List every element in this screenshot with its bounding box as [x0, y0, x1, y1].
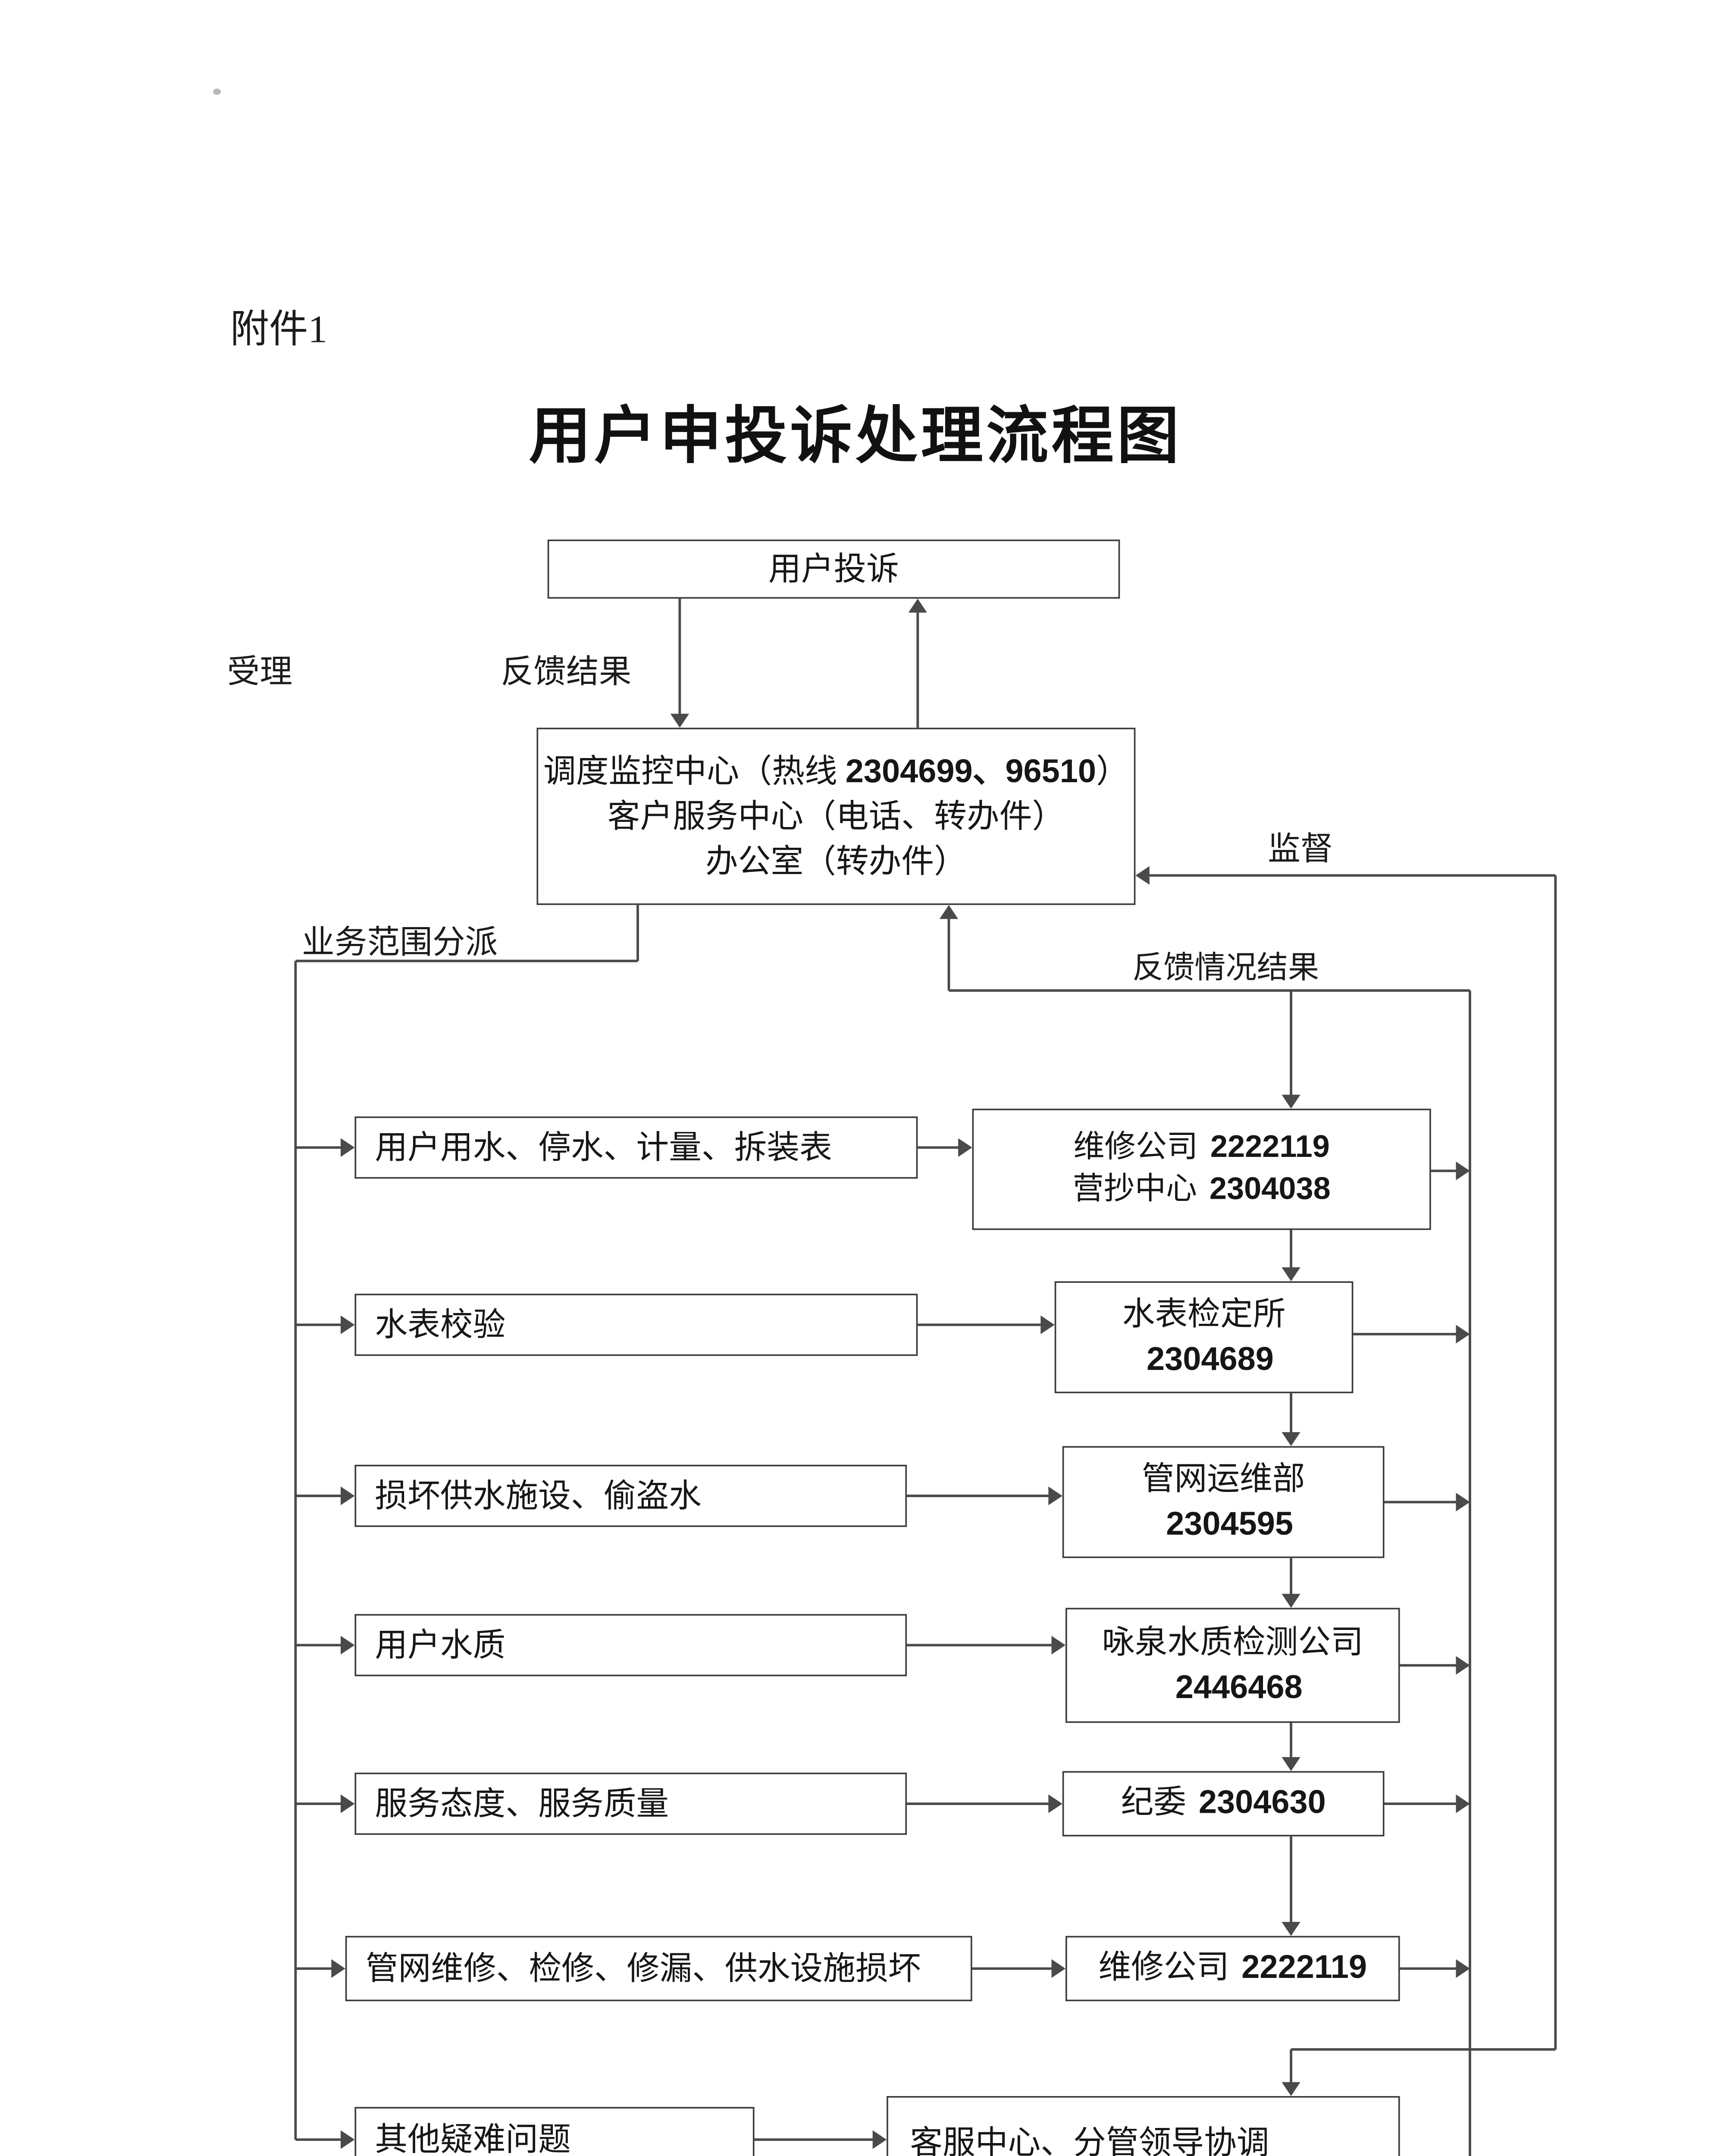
arrow-complaint-to-center	[670, 599, 689, 728]
label-accept: 受理	[227, 653, 293, 691]
dept-line: 管网运维部	[1142, 1457, 1305, 1502]
arrow-dispatch-row-4	[295, 1636, 355, 1655]
arrow-feedback-into-center	[939, 905, 959, 991]
arrow-chain-into-dept-4	[1282, 1558, 1300, 1608]
scan-artifact	[213, 88, 221, 95]
label-dispatch: 业务范围分派	[301, 924, 498, 961]
arrow-chain-into-dept-7	[1282, 2049, 1300, 2096]
dept-label: 咏泉水质检测公司	[1102, 1623, 1363, 1661]
node-user-complaint-label: 用户投诉	[768, 550, 899, 588]
page-title: 用户申投诉处理流程图	[529, 401, 1182, 471]
dept-label: 维修公司	[1073, 1130, 1198, 1165]
arrow-chain-into-dept-3	[1282, 1393, 1300, 1446]
arrow-dept-to-feedback-2	[1353, 1325, 1470, 1344]
arrow-center-to-complaint	[908, 599, 927, 728]
center-line-1-text: 调度监控中心（热线	[543, 752, 846, 790]
arrow-category-to-dept-2	[918, 1315, 1055, 1335]
dept-label: 客服中心、分管领导协调	[910, 2123, 1269, 2156]
dept-line: 水表检定所	[1122, 1291, 1286, 1337]
dept-line: 2304595	[1153, 1502, 1293, 1548]
category-label: 用户水质	[375, 1626, 506, 1664]
arrow-dept-to-feedback-6	[1400, 1959, 1470, 1978]
center-line-1-numbers: 2304699、96510	[845, 754, 1097, 790]
arrow-category-to-dept-7	[754, 2130, 887, 2149]
dept-box-7: 客服中心、分管领导协调 2304640	[887, 2096, 1400, 2156]
dept-number: 2222119	[1241, 1950, 1367, 1987]
arrow-category-to-dept-1	[918, 1138, 972, 1157]
dept-line: 客服中心、分管领导协调	[910, 2120, 1269, 2156]
category-label: 水表校验	[375, 1306, 506, 1344]
arrow-category-to-dept-4	[907, 1636, 1066, 1655]
dept-line: 维修公司 2222119	[1073, 1127, 1329, 1169]
label-supervise: 监督	[1267, 830, 1333, 868]
arrow-supervise-into-center	[1135, 866, 1556, 885]
arrow-category-to-dept-3	[907, 1486, 1062, 1505]
category-box-4: 用户水质	[354, 1614, 907, 1677]
dept-line: 2446468	[1163, 1665, 1303, 1711]
label-feedback-situation: 反馈情况结果	[1132, 951, 1319, 986]
arrow-dept-to-feedback-4	[1400, 1656, 1470, 1675]
arrow-dispatch-row-1	[295, 1138, 355, 1157]
arrow-chain-into-dept-6	[1282, 1836, 1300, 1936]
center-line-3: 办公室（转办件）	[705, 842, 967, 880]
center-line-2: 客户服务中心（电话、转办件）	[607, 798, 1065, 836]
category-box-6: 管网维修、检修、修漏、供水设施损坏	[345, 1936, 972, 2002]
arrow-dispatch-row-5	[295, 1794, 355, 1813]
dept-label: 营抄中心	[1072, 1172, 1197, 1207]
dept-line: 纪委 2304630	[1121, 1781, 1326, 1827]
arrow-dept-to-feedback-1	[1431, 1161, 1470, 1181]
category-label: 管网维修、检修、修漏、供水设施损坏	[365, 1949, 921, 1987]
dept-box-6: 维修公司 2222119	[1065, 1936, 1400, 2002]
category-label: 用户用水、停水、计量、拆装表	[375, 1128, 832, 1166]
dept-line: 营抄中心 2304038	[1072, 1169, 1330, 1211]
category-box-1: 用户用水、停水、计量、拆装表	[354, 1116, 918, 1179]
dept-number: 2304630	[1198, 1785, 1326, 1821]
category-box-7: 其他疑难问题	[354, 2107, 755, 2156]
center-line-1: 调度监控中心（热线 2304699、96510）	[543, 749, 1129, 795]
dept-line: 咏泉水质检测公司	[1102, 1620, 1363, 1665]
dept-number: 2304038	[1209, 1172, 1331, 1207]
dept-label: 水表检定所	[1122, 1294, 1286, 1332]
dept-box-2: 水表检定所 2304689	[1054, 1281, 1354, 1394]
arrow-dept-to-feedback-3	[1384, 1492, 1470, 1512]
node-dispatch-center: 调度监控中心（热线 2304699、96510） 客户服务中心（电话、转办件） …	[536, 727, 1136, 905]
arrow-dispatch-row-6	[295, 1959, 345, 1978]
arrow-category-to-dept-5	[907, 1794, 1062, 1813]
category-label: 损坏供水施设、偷盗水	[375, 1477, 702, 1514]
arrow-category-to-dept-6	[972, 1959, 1066, 1978]
dept-number: 2304595	[1166, 1507, 1294, 1543]
arrow-dispatch-row-3	[295, 1486, 355, 1505]
category-label: 其他疑难问题	[375, 2121, 571, 2156]
category-box-2: 水表校验	[354, 1294, 918, 1356]
dept-number: 2222119	[1210, 1130, 1330, 1165]
category-box-3: 损坏供水施设、偷盗水	[354, 1464, 907, 1527]
arrow-chain-into-dept-2	[1282, 1230, 1300, 1282]
arrow-chain-into-dept-5	[1282, 1723, 1300, 1771]
arrow-dept-to-feedback-5	[1384, 1794, 1470, 1813]
category-box-5: 服务态度、服务质量	[354, 1772, 907, 1835]
arrow-dispatch-row-7	[295, 2130, 355, 2149]
dept-box-4: 咏泉水质检测公司 2446468	[1065, 1608, 1400, 1723]
dept-box-5: 纪委 2304630	[1062, 1771, 1385, 1836]
dept-line: 2304689	[1134, 1337, 1274, 1383]
dept-label: 管网运维部	[1141, 1459, 1305, 1497]
center-line-1-suffix: ）	[1096, 752, 1129, 790]
dept-label: 维修公司	[1098, 1949, 1229, 1987]
category-label: 服务态度、服务质量	[375, 1785, 669, 1822]
dept-line: 维修公司 2222119	[1098, 1946, 1367, 1991]
node-user-complaint: 用户投诉	[547, 539, 1120, 599]
dept-number: 2446468	[1175, 1670, 1303, 1706]
arrow-dispatch-row-2	[295, 1315, 355, 1335]
label-feedback-result: 反馈结果	[501, 653, 632, 691]
dept-box-3: 管网运维部 2304595	[1062, 1446, 1385, 1558]
dept-box-1: 维修公司 2222119 营抄中心 2304038	[972, 1109, 1431, 1230]
attachment-label: 附件1	[230, 309, 328, 351]
dept-number: 2304689	[1146, 1342, 1274, 1378]
dept-label: 纪委	[1121, 1784, 1186, 1821]
arrow-chain-into-dept-1	[1282, 990, 1300, 1109]
